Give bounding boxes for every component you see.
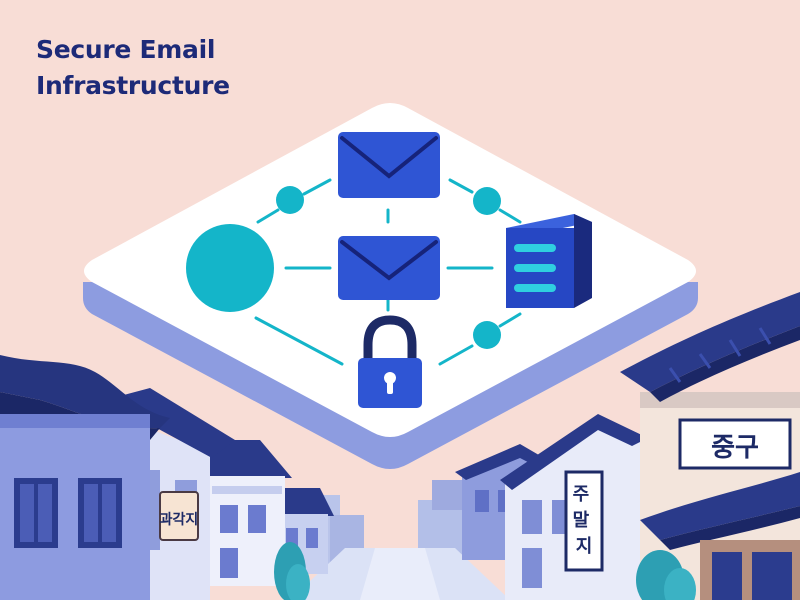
building-left-mid bbox=[200, 440, 292, 586]
sign-center-text: 주 말 지 bbox=[573, 484, 596, 557]
hanok-left bbox=[0, 355, 170, 600]
sign-center-char: 주 bbox=[573, 484, 590, 505]
tree-left bbox=[274, 542, 310, 600]
tree-right bbox=[636, 550, 696, 600]
envelope-icon bbox=[338, 236, 440, 300]
street-scene: 과각지 주 말 지 bbox=[0, 292, 800, 600]
large-node-icon bbox=[186, 224, 274, 312]
page-title: Secure Email Infrastructure bbox=[36, 32, 230, 104]
server-icon bbox=[506, 214, 592, 308]
street bbox=[290, 548, 510, 600]
title-line-2: Infrastructure bbox=[36, 71, 230, 100]
padlock-icon bbox=[358, 315, 422, 408]
network-diagram bbox=[186, 132, 592, 408]
envelope-icon bbox=[338, 132, 440, 198]
sign-center-vertical: 주 말 지 bbox=[564, 470, 604, 572]
sign-center-char: 지 bbox=[576, 536, 593, 557]
title-line-1: Secure Email bbox=[36, 35, 216, 64]
network-node-icon bbox=[473, 321, 501, 349]
sign-left: 과각지 bbox=[159, 491, 199, 541]
sign-right-text: 중구 bbox=[711, 433, 759, 463]
sign-center-char: 말 bbox=[573, 510, 590, 531]
network-node-icon bbox=[276, 186, 304, 214]
sign-left-text: 과각지 bbox=[160, 511, 199, 528]
hanok-right: 중구 bbox=[620, 292, 800, 600]
network-node-icon bbox=[473, 187, 501, 215]
